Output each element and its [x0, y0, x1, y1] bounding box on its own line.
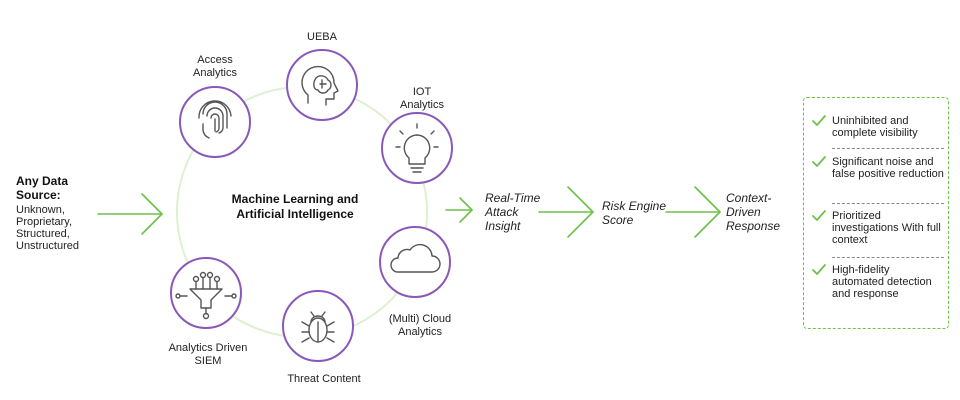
check-icon	[812, 210, 826, 221]
source-body: Unknown, Proprietary, Structured, Unstru…	[16, 204, 79, 252]
check-icon	[812, 115, 826, 126]
response-label: Context-Driven Response	[726, 191, 781, 233]
arrow-insight-to-score	[538, 186, 594, 238]
siem-label: Analytics Driven SIEM	[168, 342, 248, 367]
arrow-score-to-response	[665, 186, 721, 238]
benefit-text: Prioritized investigations With full con…	[832, 210, 941, 246]
iot-analytics-label: IOT Analytics	[399, 86, 445, 111]
cloud-icon	[390, 243, 441, 273]
fingerprint-icon	[198, 100, 232, 139]
benefit-divider	[832, 257, 944, 258]
lightbulb-icon	[395, 123, 439, 173]
siem-node	[170, 257, 242, 329]
source-title: Any Data Source:	[16, 174, 69, 202]
benefit-divider	[832, 203, 944, 204]
benefit-divider	[832, 148, 944, 149]
benefit-text: Uninhibited and complete visibility	[832, 115, 918, 139]
arrow-core-to-insight	[445, 197, 473, 223]
arrow-source-to-core	[97, 193, 163, 235]
funnel-network-icon	[175, 271, 237, 320]
ueba-label: UEBA	[307, 31, 337, 43]
iot-analytics-node	[381, 112, 453, 184]
benefit-text: Significant noise and false positive red…	[832, 156, 944, 180]
cloud-analytics-label: (Multi) Cloud Analytics	[388, 313, 452, 338]
brain-head-icon	[301, 65, 339, 106]
access-analytics-label: Access Analytics	[192, 54, 238, 79]
threat-content-label: Threat Content	[287, 373, 361, 385]
check-icon	[812, 264, 826, 275]
bug-icon	[301, 311, 335, 343]
insight-label: Real-Time Attack Insight	[485, 191, 541, 233]
score-label: Risk Engine Score	[602, 199, 667, 227]
cloud-analytics-node	[379, 226, 451, 298]
benefit-text: High-fidelity automated detection and re…	[832, 264, 932, 300]
check-icon	[812, 156, 826, 167]
core-label: Machine Learning and Artificial Intellig…	[231, 192, 359, 221]
benefits-card: Uninhibited and complete visibility Sign…	[803, 97, 949, 329]
